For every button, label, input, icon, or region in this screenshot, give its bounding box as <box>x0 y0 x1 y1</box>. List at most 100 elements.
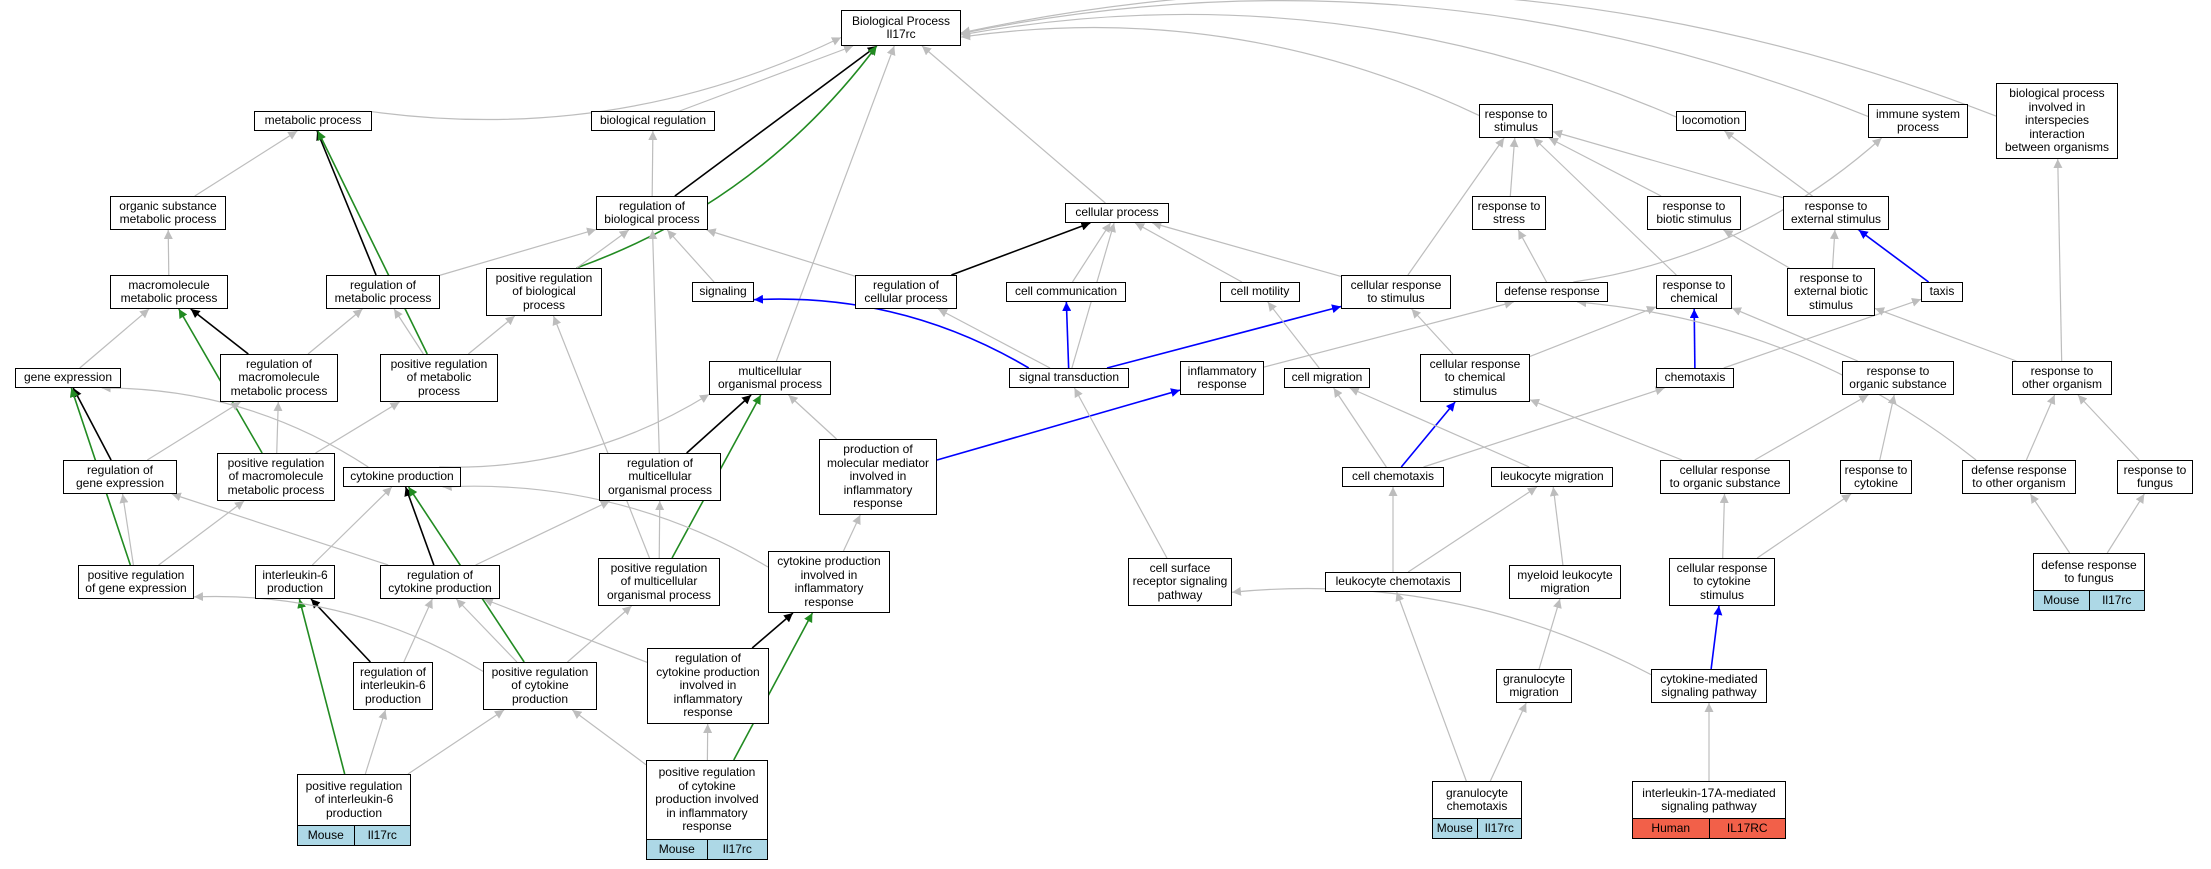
relation-edge-is-a <box>311 486 393 566</box>
go-term-node[interactable]: response to external stimulus <box>1783 196 1889 230</box>
go-term-node[interactable]: cellular response to chemical stimulus <box>1420 354 1530 402</box>
go-term-node[interactable]: immune system process <box>1868 104 1968 138</box>
gene-tag: Il17rc <box>706 840 768 859</box>
relation-edge-is-a <box>1533 137 1677 276</box>
go-term-label: defense response to fungus <box>2041 557 2137 585</box>
go-term-node[interactable]: regulation of macromolecule metabolic pr… <box>220 354 338 402</box>
go-term-node[interactable]: gene expression <box>15 368 121 388</box>
relation-edge-is-a <box>1573 137 1883 283</box>
go-term-node[interactable]: cellular process <box>1065 203 1169 223</box>
go-term-node[interactable]: positive regulation of interleukin-6 pro… <box>297 774 411 846</box>
relation-edge-is-a <box>788 394 837 440</box>
go-term-node[interactable]: regulation of cellular process <box>855 275 957 309</box>
go-term-node[interactable]: chemotaxis <box>1656 368 1734 388</box>
relation-edge-is-a <box>937 308 1051 369</box>
go-term-node[interactable]: response to stimulus <box>1479 104 1553 138</box>
go-term-node[interactable]: biological regulation <box>591 111 715 131</box>
go-term-node[interactable]: multicellular organismal process <box>709 361 831 395</box>
relation-edge-is-a <box>960 0 1997 117</box>
go-term-node[interactable]: cell surface receptor signaling pathway <box>1128 558 1232 606</box>
go-term-node[interactable]: defense response to other organism <box>1962 460 2076 494</box>
go-term-node[interactable]: positive regulation of cytokine producti… <box>483 662 597 710</box>
go-term-node[interactable]: leukocyte migration <box>1491 467 1613 487</box>
go-term-node[interactable]: response to external biotic stimulus <box>1787 268 1875 316</box>
go-term-node[interactable]: positive regulation of macromolecule met… <box>217 453 335 501</box>
go-term-node[interactable]: macromolecule metabolic process <box>110 275 228 309</box>
relation-edge-positive <box>297 598 346 775</box>
go-term-node[interactable]: cell motility <box>1220 282 1300 302</box>
relation-edge-regulates <box>936 388 1181 461</box>
go-term-node[interactable]: cellular response to stimulus <box>1341 275 1451 309</box>
go-term-node[interactable]: response to biotic stimulus <box>1647 196 1741 230</box>
relation-edge-regulates <box>1062 301 1072 369</box>
go-term-node[interactable]: positive regulation of biological proces… <box>486 268 602 316</box>
go-term-node[interactable]: regulation of interleukin-6 production <box>353 662 433 710</box>
go-term-node[interactable]: cell migration <box>1284 368 1370 388</box>
relation-edge-is-a <box>194 130 298 197</box>
go-term-node[interactable]: production of molecular mediator involve… <box>819 439 937 515</box>
go-term-node[interactable]: response to organic substance <box>1842 361 1954 395</box>
go-term-label: positive regulation of interleukin-6 pro… <box>305 778 403 820</box>
go-term-node[interactable]: positive regulation of multicellular org… <box>598 558 720 606</box>
relation-edge-is-a <box>1874 307 2017 362</box>
go-term-node[interactable]: regulation of multicellular organismal p… <box>599 453 721 501</box>
go-term-node[interactable]: interleukin-6 production <box>255 565 335 599</box>
go-term-node[interactable]: cytokine production involved in inflamma… <box>768 551 890 613</box>
go-term-node[interactable]: cellular response to organic substance <box>1660 460 1790 494</box>
relation-edge-is-a <box>1231 586 1652 676</box>
go-term-node[interactable]: positive regulation of cytokine producti… <box>646 760 768 860</box>
relation-edge-is-a <box>101 383 369 468</box>
relation-edge-is-a <box>364 709 388 775</box>
species-tag: Human <box>1651 820 1691 835</box>
relation-edge-positive <box>733 612 814 761</box>
go-term-node[interactable]: cytokine production <box>343 467 461 487</box>
go-term-node[interactable]: regulation of cytokine production <box>380 565 500 599</box>
go-term-node[interactable]: regulation of biological process <box>596 196 708 230</box>
gene-tag: Il17rc <box>353 826 411 845</box>
go-term-node[interactable]: cell communication <box>1006 282 1126 302</box>
go-term-node[interactable]: response to cytokine <box>1840 460 1912 494</box>
go-term-node[interactable]: positive regulation of metabolic process <box>380 354 498 402</box>
go-term-node[interactable]: inflammatory response <box>1180 361 1264 395</box>
go-term-node[interactable]: leukocyte chemotaxis <box>1325 572 1461 592</box>
go-term-node[interactable]: response to chemical <box>1656 275 1732 309</box>
relation-edge-regulates <box>1710 605 1723 670</box>
go-term-node[interactable]: myeloid leukocyte migration <box>1509 565 1621 599</box>
go-term-node[interactable]: interleukin-17A-mediated signaling pathw… <box>1632 781 1786 839</box>
go-term-node[interactable]: metabolic process <box>254 111 372 131</box>
go-term-node[interactable]: Biological Process Il17rc <box>841 10 961 46</box>
relation-edge-is-a <box>921 45 1106 204</box>
go-term-node[interactable]: organic substance metabolic process <box>110 196 226 230</box>
relation-edge-is-a <box>1395 591 1467 782</box>
go-term-node[interactable]: regulation of metabolic process <box>326 275 440 309</box>
go-term-label: granulocyte chemotaxis <box>1445 785 1509 813</box>
go-term-node[interactable]: response to fungus <box>2117 460 2193 494</box>
go-term-node[interactable]: regulation of cytokine production involv… <box>647 648 769 724</box>
go-term-node[interactable]: locomotion <box>1676 111 1746 131</box>
go-term-node[interactable]: cell chemotaxis <box>1342 467 1444 487</box>
relation-edge-is-a <box>2029 493 2071 554</box>
go-term-node[interactable]: biological process involved in interspec… <box>1996 83 2118 159</box>
relation-edge-is-a <box>442 482 769 568</box>
relation-edge-is-a <box>1267 301 1320 369</box>
go-term-node[interactable]: regulation of gene expression <box>63 460 177 494</box>
relation-edge-regulates <box>753 294 1030 369</box>
go-term-node[interactable]: cellular response to cytokine stimulus <box>1669 558 1775 606</box>
relation-edge-is-a <box>1879 394 1897 461</box>
go-term-node[interactable]: defense response <box>1496 282 1608 302</box>
go-term-node[interactable]: signal transduction <box>1009 368 1129 388</box>
go-term-node[interactable]: signaling <box>692 282 754 302</box>
relation-edge-is-a <box>1509 137 1519 197</box>
go-term-node[interactable]: cytokine-mediated signaling pathway <box>1651 669 1767 703</box>
relation-edge-is-a <box>1538 598 1562 670</box>
relation-edge-is-a <box>1723 298 1922 369</box>
go-term-node[interactable]: response to other organism <box>2012 361 2112 395</box>
go-term-node[interactable]: positive regulation of gene expression <box>78 565 194 599</box>
go-term-node[interactable]: granulocyte migration <box>1496 669 1572 703</box>
go-term-node[interactable]: taxis <box>1921 282 1963 302</box>
go-term-node[interactable]: response to stress <box>1472 196 1546 230</box>
